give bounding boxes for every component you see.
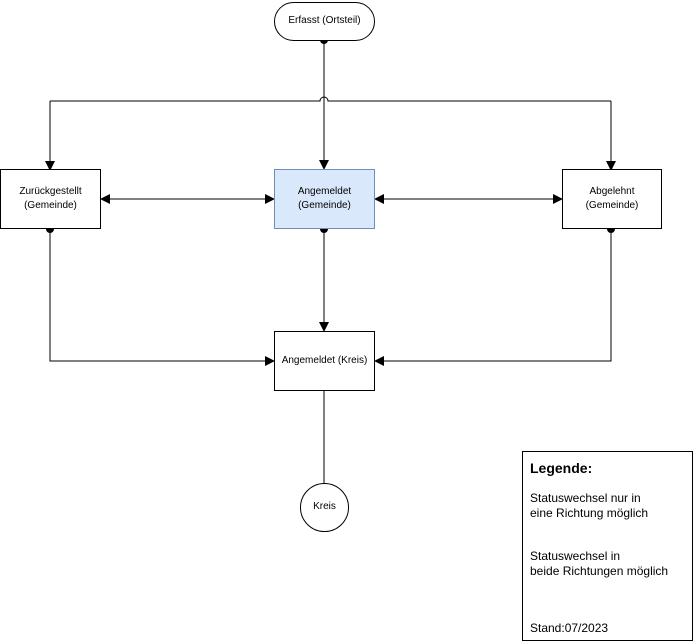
edge-erfasst-branch bbox=[50, 96, 611, 102]
legend-one-way-line1: Statuswechsel nur in bbox=[530, 491, 641, 505]
node-kreis: Kreis bbox=[300, 483, 349, 532]
legend-two-way-line2: beide Richtungen möglich bbox=[530, 564, 669, 578]
node-angemeldet-gemeinde-line1: Angemeldet bbox=[297, 185, 352, 197]
node-angemeldet-gemeinde-line2: (Gemeinde) bbox=[298, 200, 351, 211]
node-erfasst-label: Erfasst (Ortsteil) bbox=[288, 15, 361, 27]
node-abgelehnt-line2: (Gemeinde) bbox=[585, 200, 639, 211]
legend-one-way-line2: eine Richtung möglich bbox=[530, 506, 649, 520]
node-abgelehnt: Abgelehnt (Gemeinde) bbox=[562, 169, 662, 229]
node-angemeldet-kreis: Angemeldet (Kreis) bbox=[274, 331, 375, 391]
edge-zurueckgestellt-kreis bbox=[49, 229, 275, 366]
node-zurueckgestellt-line1: Zurückgestellt bbox=[19, 185, 82, 197]
node-abgelehnt-line1: Abgelehnt bbox=[589, 185, 635, 197]
node-kreis-label: Kreis bbox=[313, 501, 336, 513]
legend-stand: Stand:07/2023 bbox=[530, 621, 609, 635]
edge-abgelehnt-kreis bbox=[374, 229, 612, 366]
node-angemeldet-gemeinde: Angemeldet (Gemeinde) bbox=[274, 169, 375, 229]
node-zurueckgestellt-line2: (Gemeinde) bbox=[24, 200, 77, 211]
node-angemeldet-kreis-label: Angemeldet (Kreis) bbox=[281, 354, 368, 366]
legend-box: Legende: Statuswechsel nur in eine Richt… bbox=[522, 451, 693, 641]
node-erfasst-ortsteil: Erfasst (Ortsteil) bbox=[274, 2, 375, 41]
legend-two-way-line1: Statuswechsel in bbox=[530, 549, 621, 563]
node-zurueckgestellt: Zurückgestellt (Gemeinde) bbox=[0, 169, 101, 229]
legend-title: Legende: bbox=[530, 460, 593, 476]
